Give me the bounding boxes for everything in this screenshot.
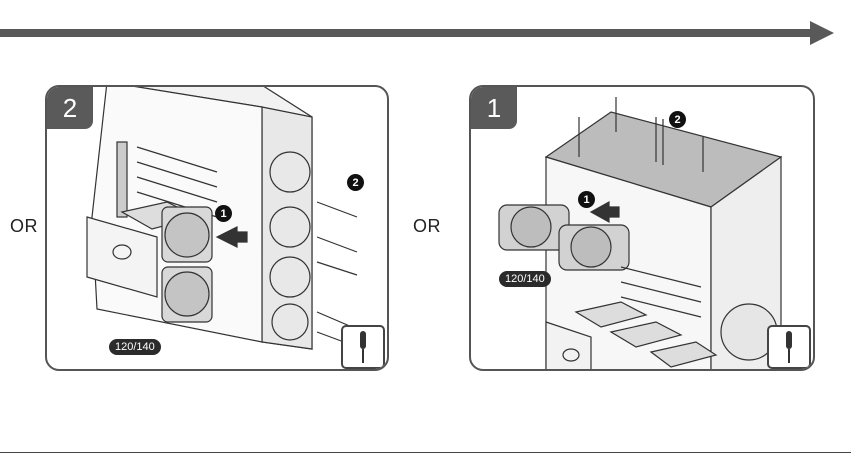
footer-divider bbox=[0, 452, 851, 453]
step-1-illustration bbox=[471, 87, 813, 369]
step-1-panel: 1 1 2 120/140 bbox=[469, 85, 815, 371]
or-label-right: OR bbox=[413, 216, 441, 237]
callout-1: 1 bbox=[578, 191, 595, 208]
screwdriver-icon bbox=[769, 327, 809, 367]
arrow-shaft bbox=[0, 29, 812, 37]
fan-size-label: 120/140 bbox=[109, 339, 161, 355]
step-2-illustration bbox=[47, 87, 387, 369]
step-badge: 2 bbox=[47, 87, 93, 129]
fan-size-label: 120/140 bbox=[499, 271, 551, 287]
step-badge: 1 bbox=[471, 87, 517, 129]
screwdriver-icon bbox=[343, 327, 383, 367]
or-label-left: OR bbox=[10, 216, 38, 237]
callout-2: 2 bbox=[669, 111, 686, 128]
tool-box bbox=[341, 325, 385, 369]
tool-box bbox=[767, 325, 811, 369]
callout-1: 1 bbox=[215, 205, 232, 222]
step-2-panel: 2 1 2 120/140 bbox=[45, 85, 389, 371]
arrow-right-icon bbox=[810, 21, 834, 45]
callout-2: 2 bbox=[347, 174, 364, 191]
